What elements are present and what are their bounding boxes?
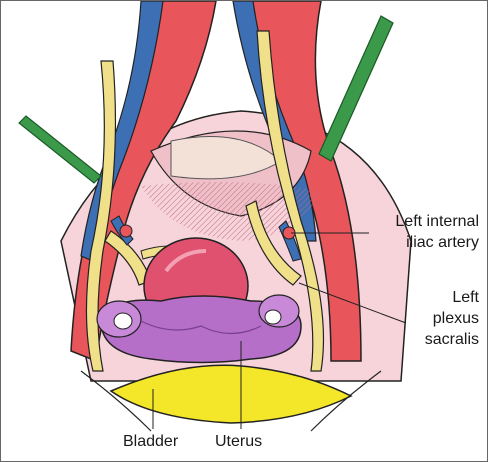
left-vessel-cut xyxy=(119,224,133,238)
label-line: Left xyxy=(452,289,479,306)
presacral-hatching xyxy=(141,182,321,241)
left-nerve-trunk xyxy=(85,60,117,372)
leader-line-plexus-sacralis xyxy=(298,282,407,324)
right-sacral-plexus xyxy=(245,200,302,286)
right-retractor xyxy=(318,15,394,162)
uterus-folds xyxy=(140,320,262,335)
right-nerve-trunk xyxy=(256,30,325,372)
label-line: plexus xyxy=(432,310,479,327)
rectum-highlight xyxy=(164,249,207,273)
label-bladder: Bladder xyxy=(123,433,179,450)
bladder xyxy=(109,364,353,424)
left-retractor xyxy=(18,115,102,184)
label-left-internal-iliac-artery: Left internal iliac artery xyxy=(365,211,479,253)
label-line: sacralis xyxy=(424,331,479,348)
label-left-plexus-sacralis: Left plexus sacralis xyxy=(401,287,479,350)
label-line: Left internal xyxy=(395,213,479,230)
right-ovary-cyst xyxy=(264,309,282,325)
label-uterus: Uterus xyxy=(215,433,263,450)
label-line: iliac artery xyxy=(406,234,479,251)
left-ovary-cyst xyxy=(113,312,133,330)
uterus xyxy=(100,295,302,364)
lower-pelvic-wall xyxy=(80,370,382,432)
